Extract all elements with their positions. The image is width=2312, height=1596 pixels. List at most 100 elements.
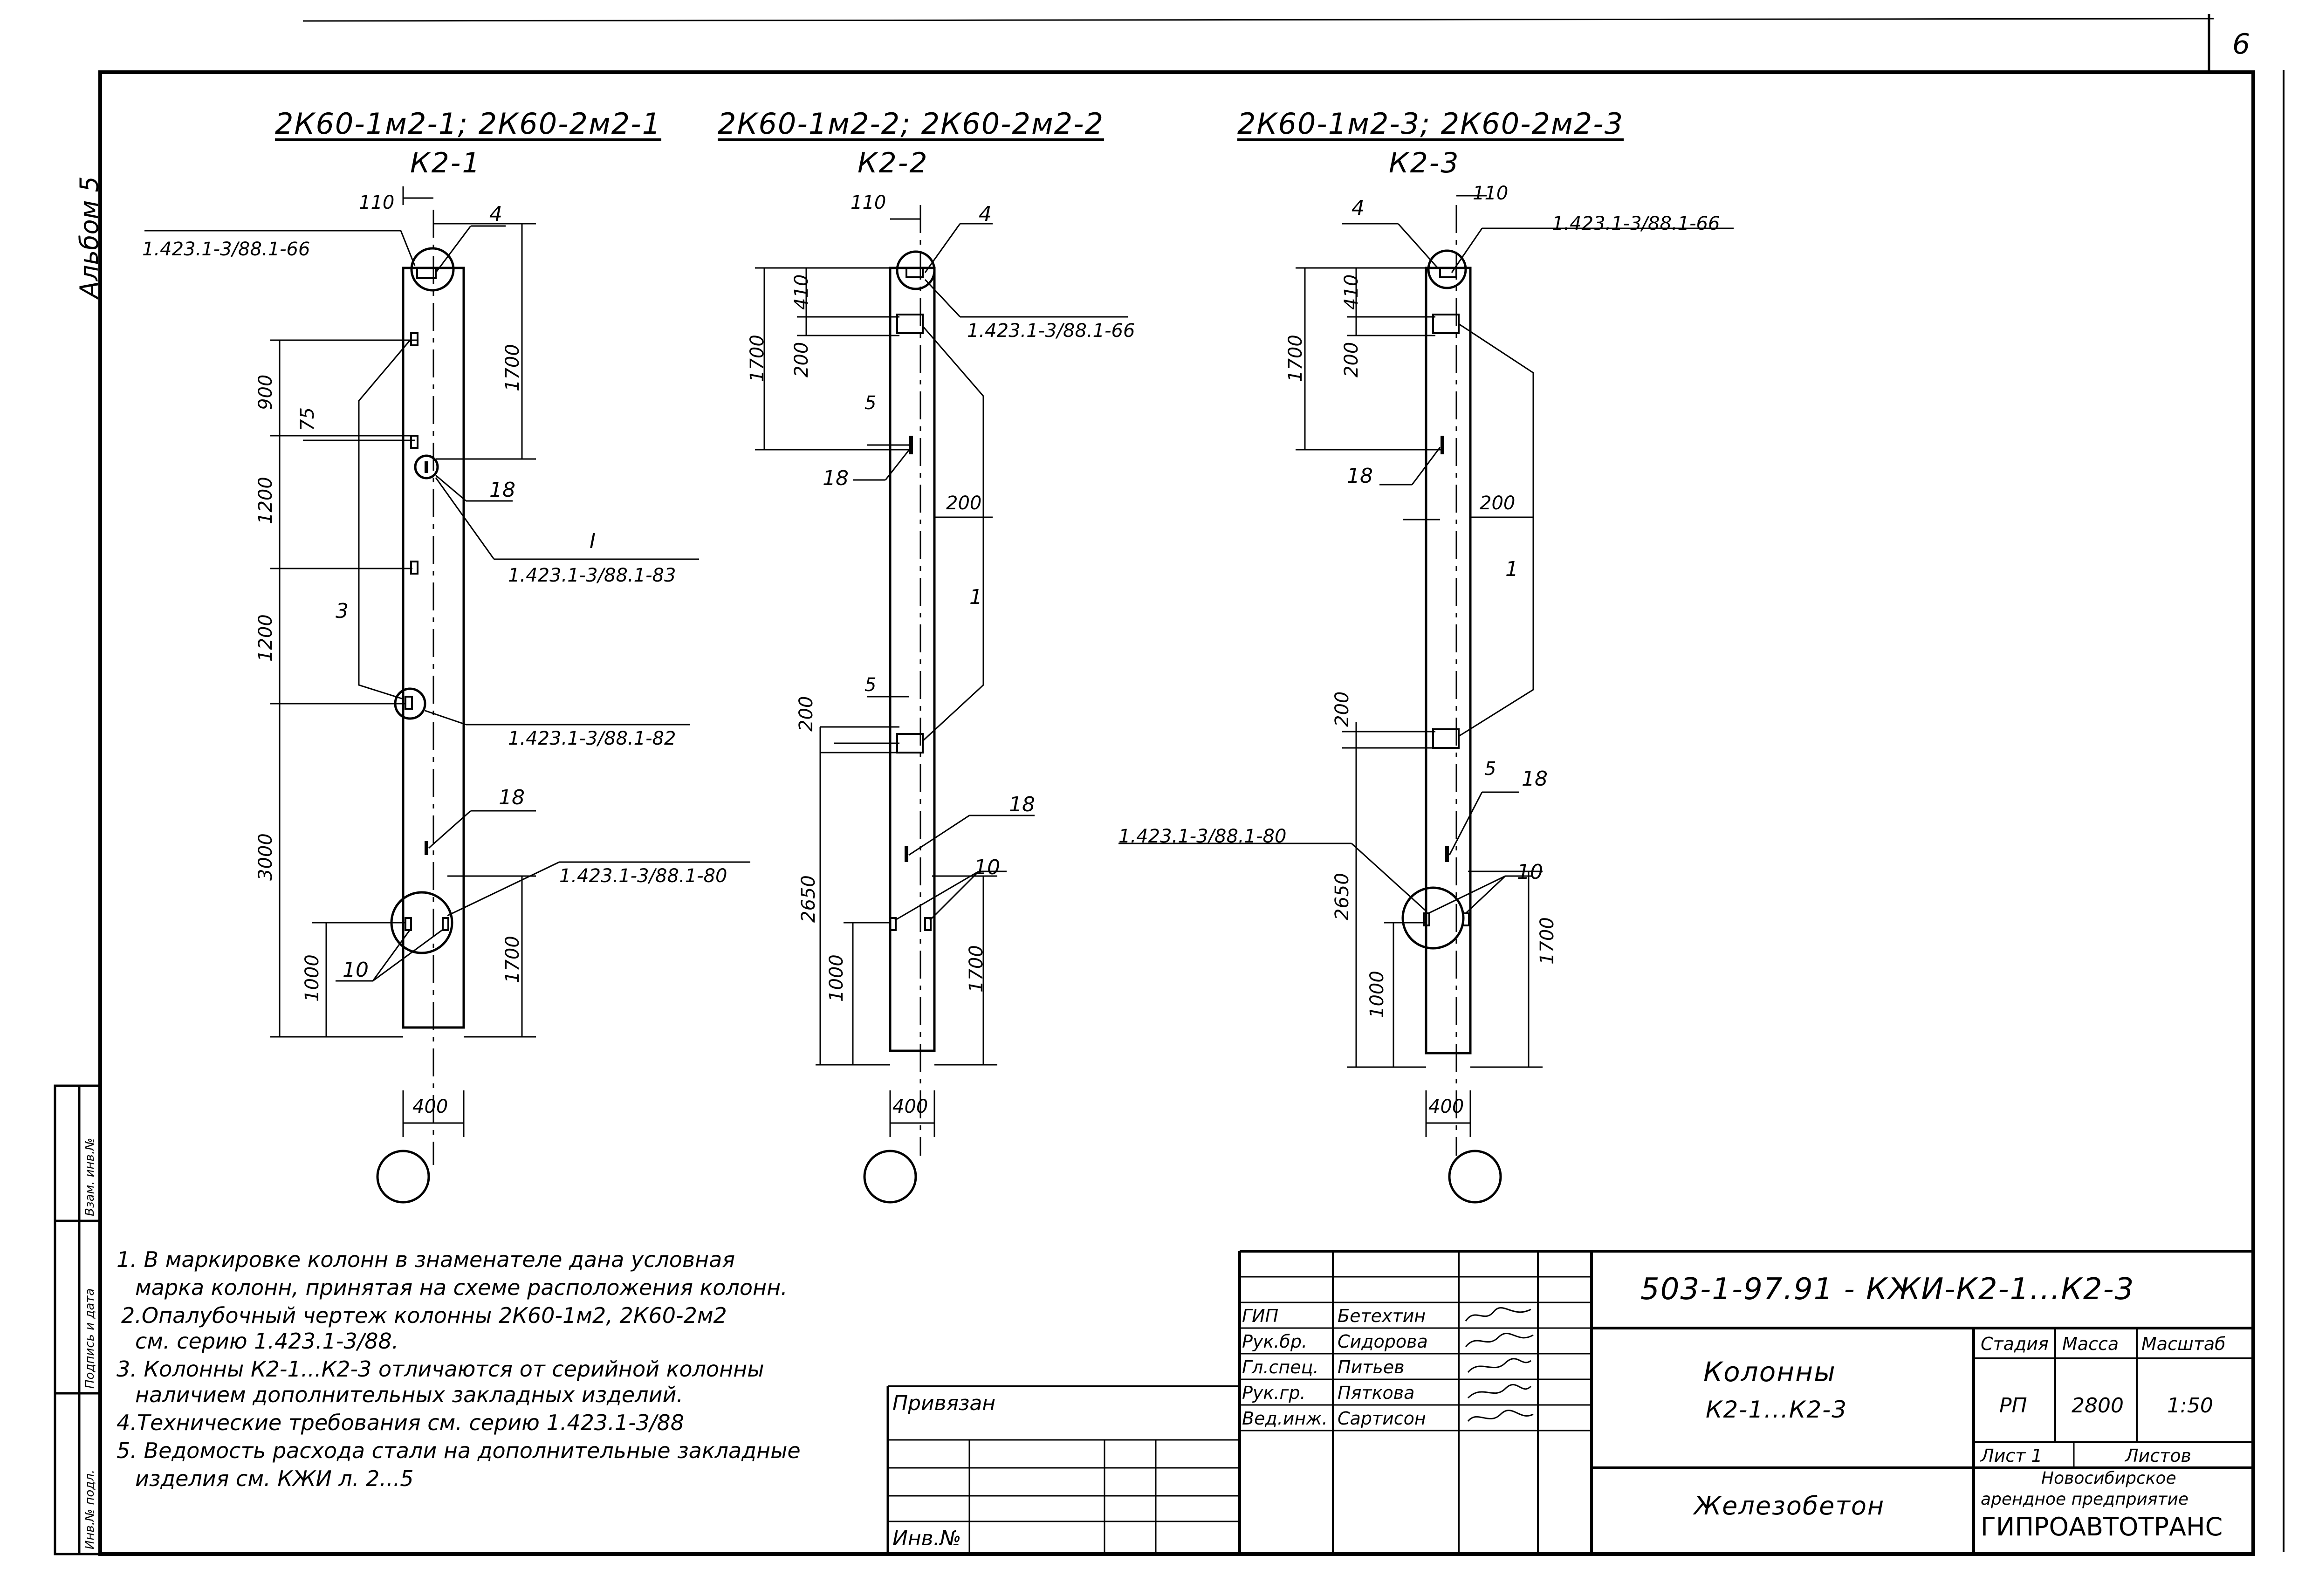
role-glspec: Гл.спец. <box>1242 1357 1319 1377</box>
dim-200-r: 200 <box>946 493 982 514</box>
dim-410: 410 <box>1341 274 1362 310</box>
dim-400: 400 <box>412 1096 448 1117</box>
dim-1200-b: 1200 <box>255 614 276 662</box>
position-18: 18 <box>489 478 515 502</box>
value-scale: 1:50 <box>2167 1394 2213 1418</box>
role-gip: ГИП <box>1242 1306 1279 1326</box>
dim-1700-b: 1700 <box>1537 917 1558 965</box>
dim-200: 200 <box>791 342 812 377</box>
dim-1700: 1700 <box>747 335 768 382</box>
note-line: марка колонн, принятая на схеме располож… <box>135 1275 788 1300</box>
dim-400: 400 <box>1428 1096 1464 1117</box>
dim-5: 5 <box>1484 758 1496 780</box>
org-line2: арендное предприятие <box>1981 1490 2189 1509</box>
material-label: Железобетон <box>1694 1491 1885 1521</box>
org-line3: ГИПРОАВТОТРАНС <box>1981 1512 2223 1541</box>
sheet-frame <box>98 70 2255 1556</box>
signature <box>1465 1307 1531 1322</box>
ref-83: 1.423.1-3/88.1-83 <box>508 565 676 586</box>
signatures <box>1465 1307 1534 1422</box>
ref-66: 1.423.1-3/88.1-66 <box>1552 213 1720 234</box>
axis-marker <box>863 1150 917 1204</box>
dim-1700-b: 1700 <box>966 945 987 993</box>
dim-75: 75 <box>297 407 318 431</box>
position-4: 4 <box>489 202 502 226</box>
dim-1700: 1700 <box>1285 335 1306 382</box>
name-pyatkova: Пяткова <box>1338 1383 1415 1403</box>
column-body <box>1425 267 1472 1055</box>
signature <box>1467 1410 1534 1422</box>
inv-label: Инв.№ <box>892 1527 961 1550</box>
column-k2-1 <box>144 186 750 1204</box>
header-mass: Масса <box>2062 1334 2119 1354</box>
column-label: К2-1 <box>410 147 481 179</box>
ref-66: 1.423.1-3/88.1-66 <box>142 239 310 260</box>
side-stamp-inv: Инв.№ подл. <box>83 1469 97 1549</box>
privyazan-label: Привязан <box>892 1391 996 1415</box>
node-circle <box>1401 886 1465 950</box>
node-circle <box>414 454 439 479</box>
ref-66: 1.423.1-3/88.1-66 <box>967 320 1135 342</box>
name-pitev: Питьев <box>1338 1357 1405 1377</box>
position-4: 4 <box>1352 196 1365 220</box>
dim-1700-b: 1700 <box>502 936 523 983</box>
dim-1000: 1000 <box>1366 971 1388 1018</box>
role-rukbr: Рук.бр. <box>1242 1331 1308 1352</box>
signature <box>1467 1358 1531 1373</box>
node-circle <box>1427 249 1467 289</box>
position-1: 1 <box>969 585 982 609</box>
header-stage: Стадия <box>1981 1334 2049 1354</box>
signature <box>1465 1333 1534 1347</box>
dim-2650: 2650 <box>1331 873 1353 920</box>
name-sidorova: Сидорова <box>1338 1331 1428 1352</box>
ref-82: 1.423.1-3/88.1-82 <box>508 728 676 749</box>
drawing-name-line2: К2-1...К2-3 <box>1706 1396 1848 1423</box>
axis-marker <box>376 1150 430 1204</box>
side-stamp-vzam: Взам. инв.№ <box>83 1137 97 1216</box>
page-number: 6 <box>2232 28 2250 61</box>
column-label: К2-2 <box>858 147 929 179</box>
dim-110: 110 <box>851 192 886 213</box>
dim-400: 400 <box>892 1096 928 1117</box>
role-rukgr: Рук.гр. <box>1242 1383 1306 1403</box>
value-stage: РП <box>1999 1394 2027 1418</box>
note-line: 2.Опалубочный чертеж колонны 2К60-1м2, 2… <box>121 1303 727 1328</box>
dim-200-b: 200 <box>796 696 817 732</box>
position-18: 18 <box>1347 464 1373 488</box>
position-10: 10 <box>974 856 1000 879</box>
dim-200-b: 200 <box>1331 691 1353 727</box>
dim-900: 900 <box>255 374 276 410</box>
note-line: наличием дополнительных закладных издели… <box>135 1382 683 1407</box>
dim-110: 110 <box>359 192 395 213</box>
node-circle <box>410 247 455 292</box>
dim-110: 110 <box>1473 183 1509 204</box>
dim-5-b: 5 <box>864 674 877 696</box>
position-3: 3 <box>336 599 349 623</box>
dim-1000: 1000 <box>826 954 847 1002</box>
header-scale: Масштаб <box>2141 1334 2226 1354</box>
position-18: 18 <box>823 466 849 490</box>
name-betekhtin: Бетехтин <box>1338 1306 1426 1326</box>
column-body <box>889 267 936 1052</box>
dim-3000: 3000 <box>255 833 276 881</box>
position-10: 10 <box>1517 860 1543 884</box>
position-1: 1 <box>1505 557 1518 581</box>
side-stamp <box>54 1084 102 1555</box>
ref-80: 1.423.1-3/88.1-80 <box>1118 826 1287 847</box>
column-title: 2К60-1м2-3; 2К60-2м2-3 <box>1237 107 1624 141</box>
org-line1: Новосибирское <box>2041 1469 2176 1488</box>
position-18-b: 18 <box>1522 767 1548 791</box>
note-line: 1. В маркировке колонн в знаменателе дан… <box>117 1247 735 1272</box>
axis-marker <box>1448 1150 1502 1204</box>
position-4: 4 <box>979 202 992 226</box>
position-18-b: 18 <box>1009 793 1035 816</box>
sheets-label: Листов <box>2125 1445 2191 1466</box>
column-k2-2 <box>755 205 1128 1204</box>
side-stamp-sign: Подпись и дата <box>83 1288 97 1389</box>
column-label: К2-3 <box>1389 147 1460 179</box>
dim-1700: 1700 <box>502 344 523 391</box>
dim-200: 200 <box>1341 342 1362 377</box>
dim-410: 410 <box>791 274 812 310</box>
note-line: изделия см. КЖИ л. 2...5 <box>135 1466 414 1491</box>
